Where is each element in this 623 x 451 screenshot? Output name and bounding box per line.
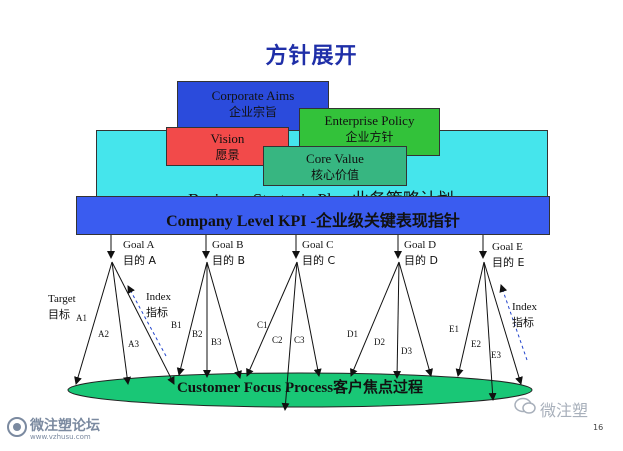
label-a3: A3 xyxy=(128,339,139,349)
goal-c-cn: 目的 C xyxy=(302,254,336,267)
index-label-right: Index 指标 xyxy=(512,300,537,330)
corporate-aims-cn: 企业宗旨 xyxy=(228,105,277,119)
label-c1: C1 xyxy=(257,320,268,330)
target-label: Target 目标 xyxy=(48,292,76,322)
goal-e: Goal E 目的 E xyxy=(492,240,524,270)
label-a1: A1 xyxy=(76,313,87,323)
label-a2: A2 xyxy=(98,329,109,339)
corporate-aims-en: Corporate Aims xyxy=(211,88,295,103)
enterprise-policy-en: Enterprise Policy xyxy=(324,113,415,128)
index-label-left: Index 指标 xyxy=(146,290,171,320)
goal-a: Goal A 目的 A xyxy=(123,238,156,268)
target-cn: 目标 xyxy=(48,308,70,321)
goal-e-arrows xyxy=(455,235,528,401)
goal-b-en: Goal B xyxy=(212,239,244,251)
label-b2: B2 xyxy=(192,329,203,339)
core-value-box: Core Value 核心价值 xyxy=(263,146,407,186)
watermark-right: 微注塑 xyxy=(540,401,589,420)
label-d2: D2 xyxy=(374,337,385,347)
customer-focus-ellipse xyxy=(67,372,533,408)
goal-e-en: Goal E xyxy=(492,241,523,253)
wechat-icon xyxy=(514,397,536,414)
goal-e-cn: 目的 E xyxy=(492,256,525,269)
index-right-cn: 指标 xyxy=(512,316,534,329)
goal-a-en: Goal A xyxy=(123,239,155,251)
label-e2: E2 xyxy=(471,339,481,349)
enterprise-policy-cn: 企业方针 xyxy=(345,130,394,144)
target-en: Target xyxy=(48,293,76,305)
goal-d-cn: 目的 D xyxy=(404,254,438,267)
label-e3: E3 xyxy=(491,350,501,360)
core-value-cn: 核心价值 xyxy=(310,168,359,182)
label-e1: E1 xyxy=(449,324,459,334)
goal-a-arrows xyxy=(74,235,175,385)
goal-b-arrows xyxy=(176,235,242,379)
goal-a-cn: 目的 A xyxy=(123,254,157,267)
watermark-left: 微注塑论坛 xyxy=(30,418,100,434)
page-title: 方针展开 xyxy=(265,44,358,69)
goal-d-en: Goal D xyxy=(404,239,437,251)
label-b1: B1 xyxy=(171,320,182,330)
index-left-cn: 指标 xyxy=(146,306,168,319)
company-kpi-label: Company Level KPI -企业级关键表现指针 xyxy=(166,213,460,230)
forum-logo-icon xyxy=(7,417,27,437)
index-right-en: Index xyxy=(512,301,538,313)
label-d3: D3 xyxy=(401,346,412,356)
vision-cn: 愿景 xyxy=(215,148,240,162)
goal-c-arrows xyxy=(246,235,322,411)
label-b3: B3 xyxy=(211,337,222,347)
customer-focus-label: Customer Focus Process客户焦点过程 xyxy=(176,380,424,396)
label-d1: D1 xyxy=(347,329,358,339)
goal-b: Goal B 目的 B xyxy=(212,238,245,268)
goal-c: Goal C 目的 C xyxy=(302,238,335,268)
goal-c-en: Goal C xyxy=(302,239,334,251)
core-value-en: Core Value xyxy=(306,151,364,166)
vision-en: Vision xyxy=(210,131,245,146)
goal-d-arrows xyxy=(350,235,433,379)
label-c2: C2 xyxy=(272,335,283,345)
index-left-en: Index xyxy=(146,291,172,303)
company-kpi-box xyxy=(76,196,550,235)
label-c3: C3 xyxy=(294,335,305,345)
page-number: 16 xyxy=(593,423,604,432)
goal-b-cn: 目的 B xyxy=(212,254,246,267)
watermark-url: www.vzhusu.com xyxy=(30,433,91,441)
goal-d: Goal D 目的 D xyxy=(404,238,438,268)
